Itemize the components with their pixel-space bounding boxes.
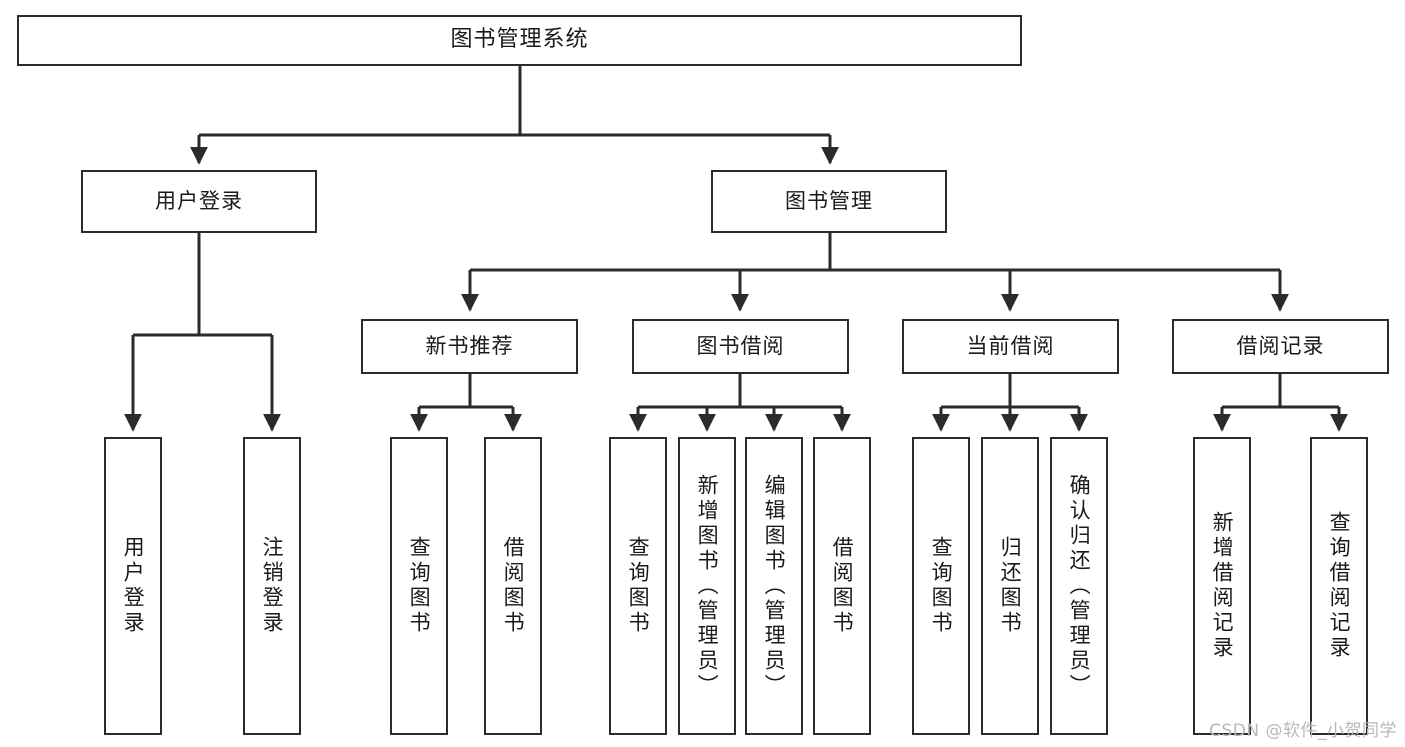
node-label: 图书管理 [785, 188, 873, 213]
node-label: 新增图书（管理员） [695, 473, 720, 699]
node-label: 借阅图书 [830, 536, 855, 636]
node-leaf-borrow-book[interactable]: 借阅图书 [813, 437, 871, 735]
node-leaf-query-book-newbook[interactable]: 查询图书 [390, 437, 448, 735]
node-label: 新增借阅记录 [1210, 511, 1235, 661]
node-user-login[interactable]: 用户登录 [81, 170, 317, 233]
node-label: 确认归还（管理员） [1067, 473, 1092, 699]
node-label: 查询图书 [407, 536, 432, 636]
node-root-book-management-system[interactable]: 图书管理系统 [17, 15, 1022, 66]
node-label: 查询借阅记录 [1327, 511, 1352, 661]
node-label: 查询图书 [929, 536, 954, 636]
node-label: 编辑图书（管理员） [762, 473, 787, 699]
node-label: 归还图书 [998, 536, 1023, 636]
node-leaf-add-book-admin[interactable]: 新增图书（管理员） [678, 437, 736, 735]
node-leaf-query-book-current[interactable]: 查询图书 [912, 437, 970, 735]
node-label: 图书借阅 [696, 333, 785, 358]
node-leaf-return-book[interactable]: 归还图书 [981, 437, 1039, 735]
node-leaf-borrow-book-newbook[interactable]: 借阅图书 [484, 437, 542, 735]
node-leaf-query-borrow-record[interactable]: 查询借阅记录 [1310, 437, 1368, 735]
node-label: 新书推荐 [425, 333, 514, 358]
node-new-book-recommend[interactable]: 新书推荐 [361, 319, 578, 374]
node-label: 当前借阅 [966, 333, 1055, 358]
node-label: 借阅记录 [1236, 333, 1325, 358]
node-leaf-query-book-borrow[interactable]: 查询图书 [609, 437, 667, 735]
node-label: 注销登录 [260, 536, 285, 636]
node-label: 查询图书 [626, 536, 651, 636]
node-leaf-user-login[interactable]: 用户登录 [104, 437, 162, 735]
node-label: 用户登录 [155, 188, 243, 213]
node-leaf-add-borrow-record[interactable]: 新增借阅记录 [1193, 437, 1251, 735]
node-current-borrow[interactable]: 当前借阅 [902, 319, 1119, 374]
node-leaf-edit-book-admin[interactable]: 编辑图书（管理员） [745, 437, 803, 735]
node-book-borrow[interactable]: 图书借阅 [632, 319, 849, 374]
node-leaf-confirm-return-admin[interactable]: 确认归还（管理员） [1050, 437, 1108, 735]
node-book-management[interactable]: 图书管理 [711, 170, 947, 233]
node-borrow-record[interactable]: 借阅记录 [1172, 319, 1389, 374]
node-label: 图书管理系统 [450, 27, 589, 53]
node-label: 用户登录 [121, 536, 146, 636]
watermark-text: CSDN @软件_小贺同学 [1209, 721, 1397, 741]
node-label: 借阅图书 [501, 536, 526, 636]
node-leaf-logout[interactable]: 注销登录 [243, 437, 301, 735]
